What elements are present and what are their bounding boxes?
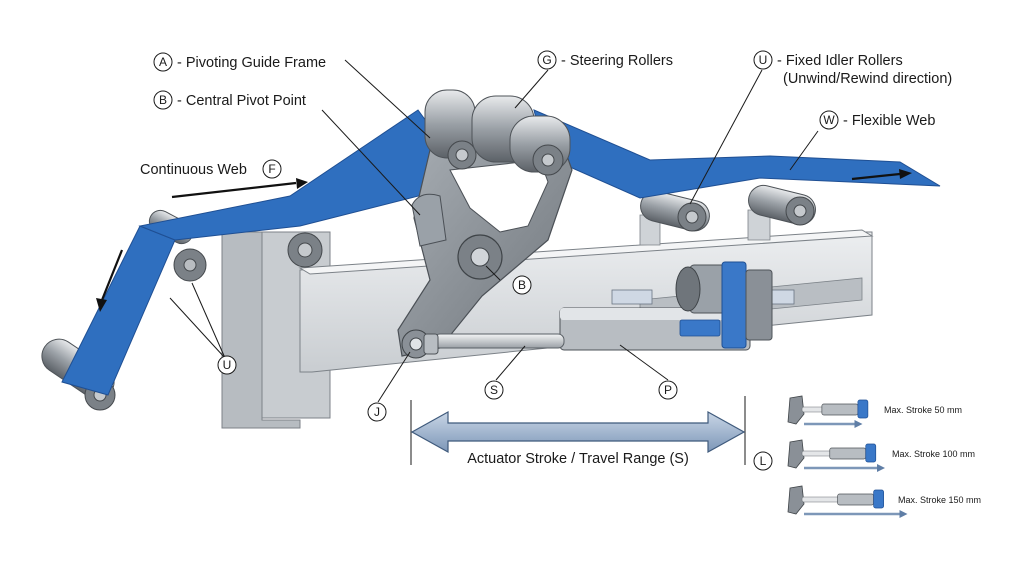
stroke-variant-3: Max. Stroke 150 mm (787, 485, 981, 518)
callout-u-left: U (217, 355, 237, 375)
callout-b-part-circle (512, 275, 532, 295)
variant-body (829, 447, 867, 460)
idler-roller-frame-left (287, 232, 323, 268)
callout-s-circle (484, 380, 504, 400)
callout-p: P (658, 380, 678, 400)
stroke-range-arrow (410, 396, 746, 465)
stroke-variants: Max. Stroke 50 mm Max. Stroke 100 mm Max. … (787, 395, 981, 518)
callout-p-circle (658, 380, 678, 400)
callout-u-top: U - Fixed Idler Rollers (Unwind/Rewind d… (753, 50, 952, 87)
variant-stroke-arrowhead (899, 510, 908, 518)
variant-body (821, 403, 859, 416)
callout-l-circle (753, 451, 773, 471)
callout-a: A - Pivoting Guide Frame (153, 52, 326, 72)
web-direction-arrow-top (171, 178, 308, 199)
web-direction-arrow-down (96, 249, 124, 312)
variant-stroke-arrowhead (877, 464, 885, 472)
variant-rod (801, 496, 840, 503)
callout-u-top-text-line1: - Fixed Idler Rollers (777, 53, 903, 69)
callout-j-circle (367, 402, 387, 422)
linear-actuator (559, 261, 795, 351)
callout-j: J (367, 402, 387, 422)
callout-u-left-letter: U (223, 358, 232, 372)
idler-roller-right-2 (748, 184, 816, 226)
callout-g: G - Steering Rollers (537, 50, 673, 70)
callout-u-top-circle (753, 50, 773, 70)
callout-g-text: - Steering Rollers (561, 53, 673, 69)
callout-w-text: - Flexible Web (843, 113, 935, 129)
stroke-variant-2: Max. Stroke 100 mm (787, 439, 975, 472)
leader-lines (169, 59, 819, 403)
callout-p-letter: P (664, 383, 672, 397)
variant-label: Max. Stroke 50 mm (884, 405, 962, 415)
variant-label: Max. Stroke 150 mm (898, 495, 981, 505)
callout-s: S (484, 380, 504, 400)
stroke-range-label: Actuator Stroke / Travel Range (S) (467, 451, 689, 467)
callout-f-circle (262, 159, 282, 179)
variant-motor (865, 443, 877, 463)
callout-j-letter: J (374, 405, 380, 419)
callout-l-letter: L (760, 454, 767, 468)
callout-w: W - Flexible Web (819, 110, 935, 130)
callout-u-top-text-line2: (Unwind/Rewind direction) (783, 71, 952, 87)
steering-roller-left (424, 89, 477, 170)
callout-w-circle (819, 110, 839, 130)
variant-motor (857, 399, 869, 419)
callout-g-letter: G (542, 53, 551, 67)
callout-b-letter: B (159, 93, 167, 107)
callout-a-letter: A (159, 55, 167, 69)
callout-w-letter: W (823, 113, 835, 127)
actuator-rod (433, 333, 565, 349)
stroke-variant-1: Max. Stroke 50 mm (787, 395, 962, 428)
callout-b-part-letter: B (518, 278, 526, 292)
callout-g-circle (537, 50, 557, 70)
callout-b-text: - Central Pivot Point (177, 93, 306, 109)
web-direction-arrow-right (851, 169, 912, 181)
callout-s-letter: S (490, 383, 498, 397)
callout-f: Continuous Web F (140, 159, 282, 179)
callout-b: B - Central Pivot Point (153, 90, 306, 110)
variant-stroke-arrowhead (854, 420, 863, 428)
variant-body (837, 493, 874, 506)
idler-roller-left-lower (173, 248, 207, 282)
steering-roller-right (471, 95, 571, 176)
callout-l: L (753, 451, 773, 471)
callout-b-circle (153, 90, 173, 110)
callout-u-top-letter: U (759, 53, 768, 67)
central-pivot-point (457, 234, 503, 280)
callout-u-left-circle (217, 355, 237, 375)
idler-roller-right-1 (640, 190, 710, 232)
variant-rod (801, 406, 825, 413)
callout-a-text: - Pivoting Guide Frame (177, 55, 326, 71)
callout-b-part: B (512, 275, 532, 295)
variant-label: Max. Stroke 100 mm (892, 449, 975, 459)
variant-motor (873, 489, 884, 509)
callout-f-text: Continuous Web (140, 162, 247, 178)
callout-a-circle (153, 52, 173, 72)
variant-rod (801, 450, 833, 457)
callout-f-letter: F (268, 162, 275, 176)
rod-end-joint (401, 329, 439, 359)
